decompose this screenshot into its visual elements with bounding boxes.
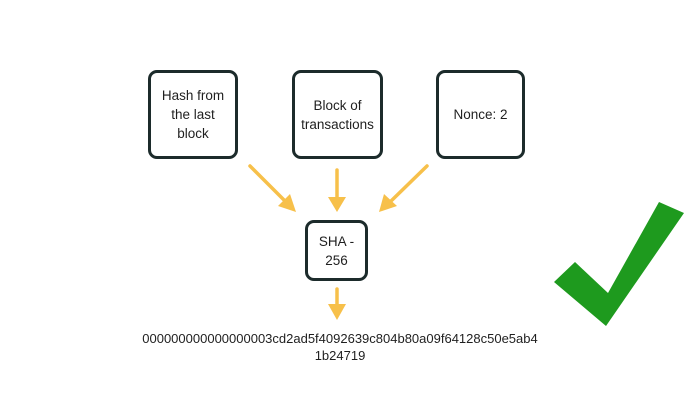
sha-256-label: SHA - 256	[318, 233, 355, 268]
hash-from-last-block-box: Hash from the last block	[148, 70, 238, 159]
arrow-icon-left	[248, 164, 296, 212]
hash-output: 000000000000000003cd2ad5f4092639c804b80a…	[140, 330, 540, 364]
arrow-icon-right	[379, 164, 429, 212]
arrow-icon-center	[328, 168, 346, 212]
arrow-icon-output	[328, 287, 346, 320]
nonce-label: Nonce: 2	[453, 107, 508, 122]
block-of-transactions-box: Block of transactions	[292, 70, 383, 159]
block-of-transactions-label: Block of transactions	[301, 97, 374, 132]
nonce-box: Nonce: 2	[436, 70, 525, 159]
hash-from-last-block-label: Hash from the last block	[161, 88, 225, 141]
hash-output-line-2: 1b24719	[314, 348, 366, 363]
hash-output-line-1: 000000000000000003cd2ad5f4092639c804b80a…	[142, 331, 538, 346]
sha-256-box: SHA - 256	[305, 220, 368, 281]
